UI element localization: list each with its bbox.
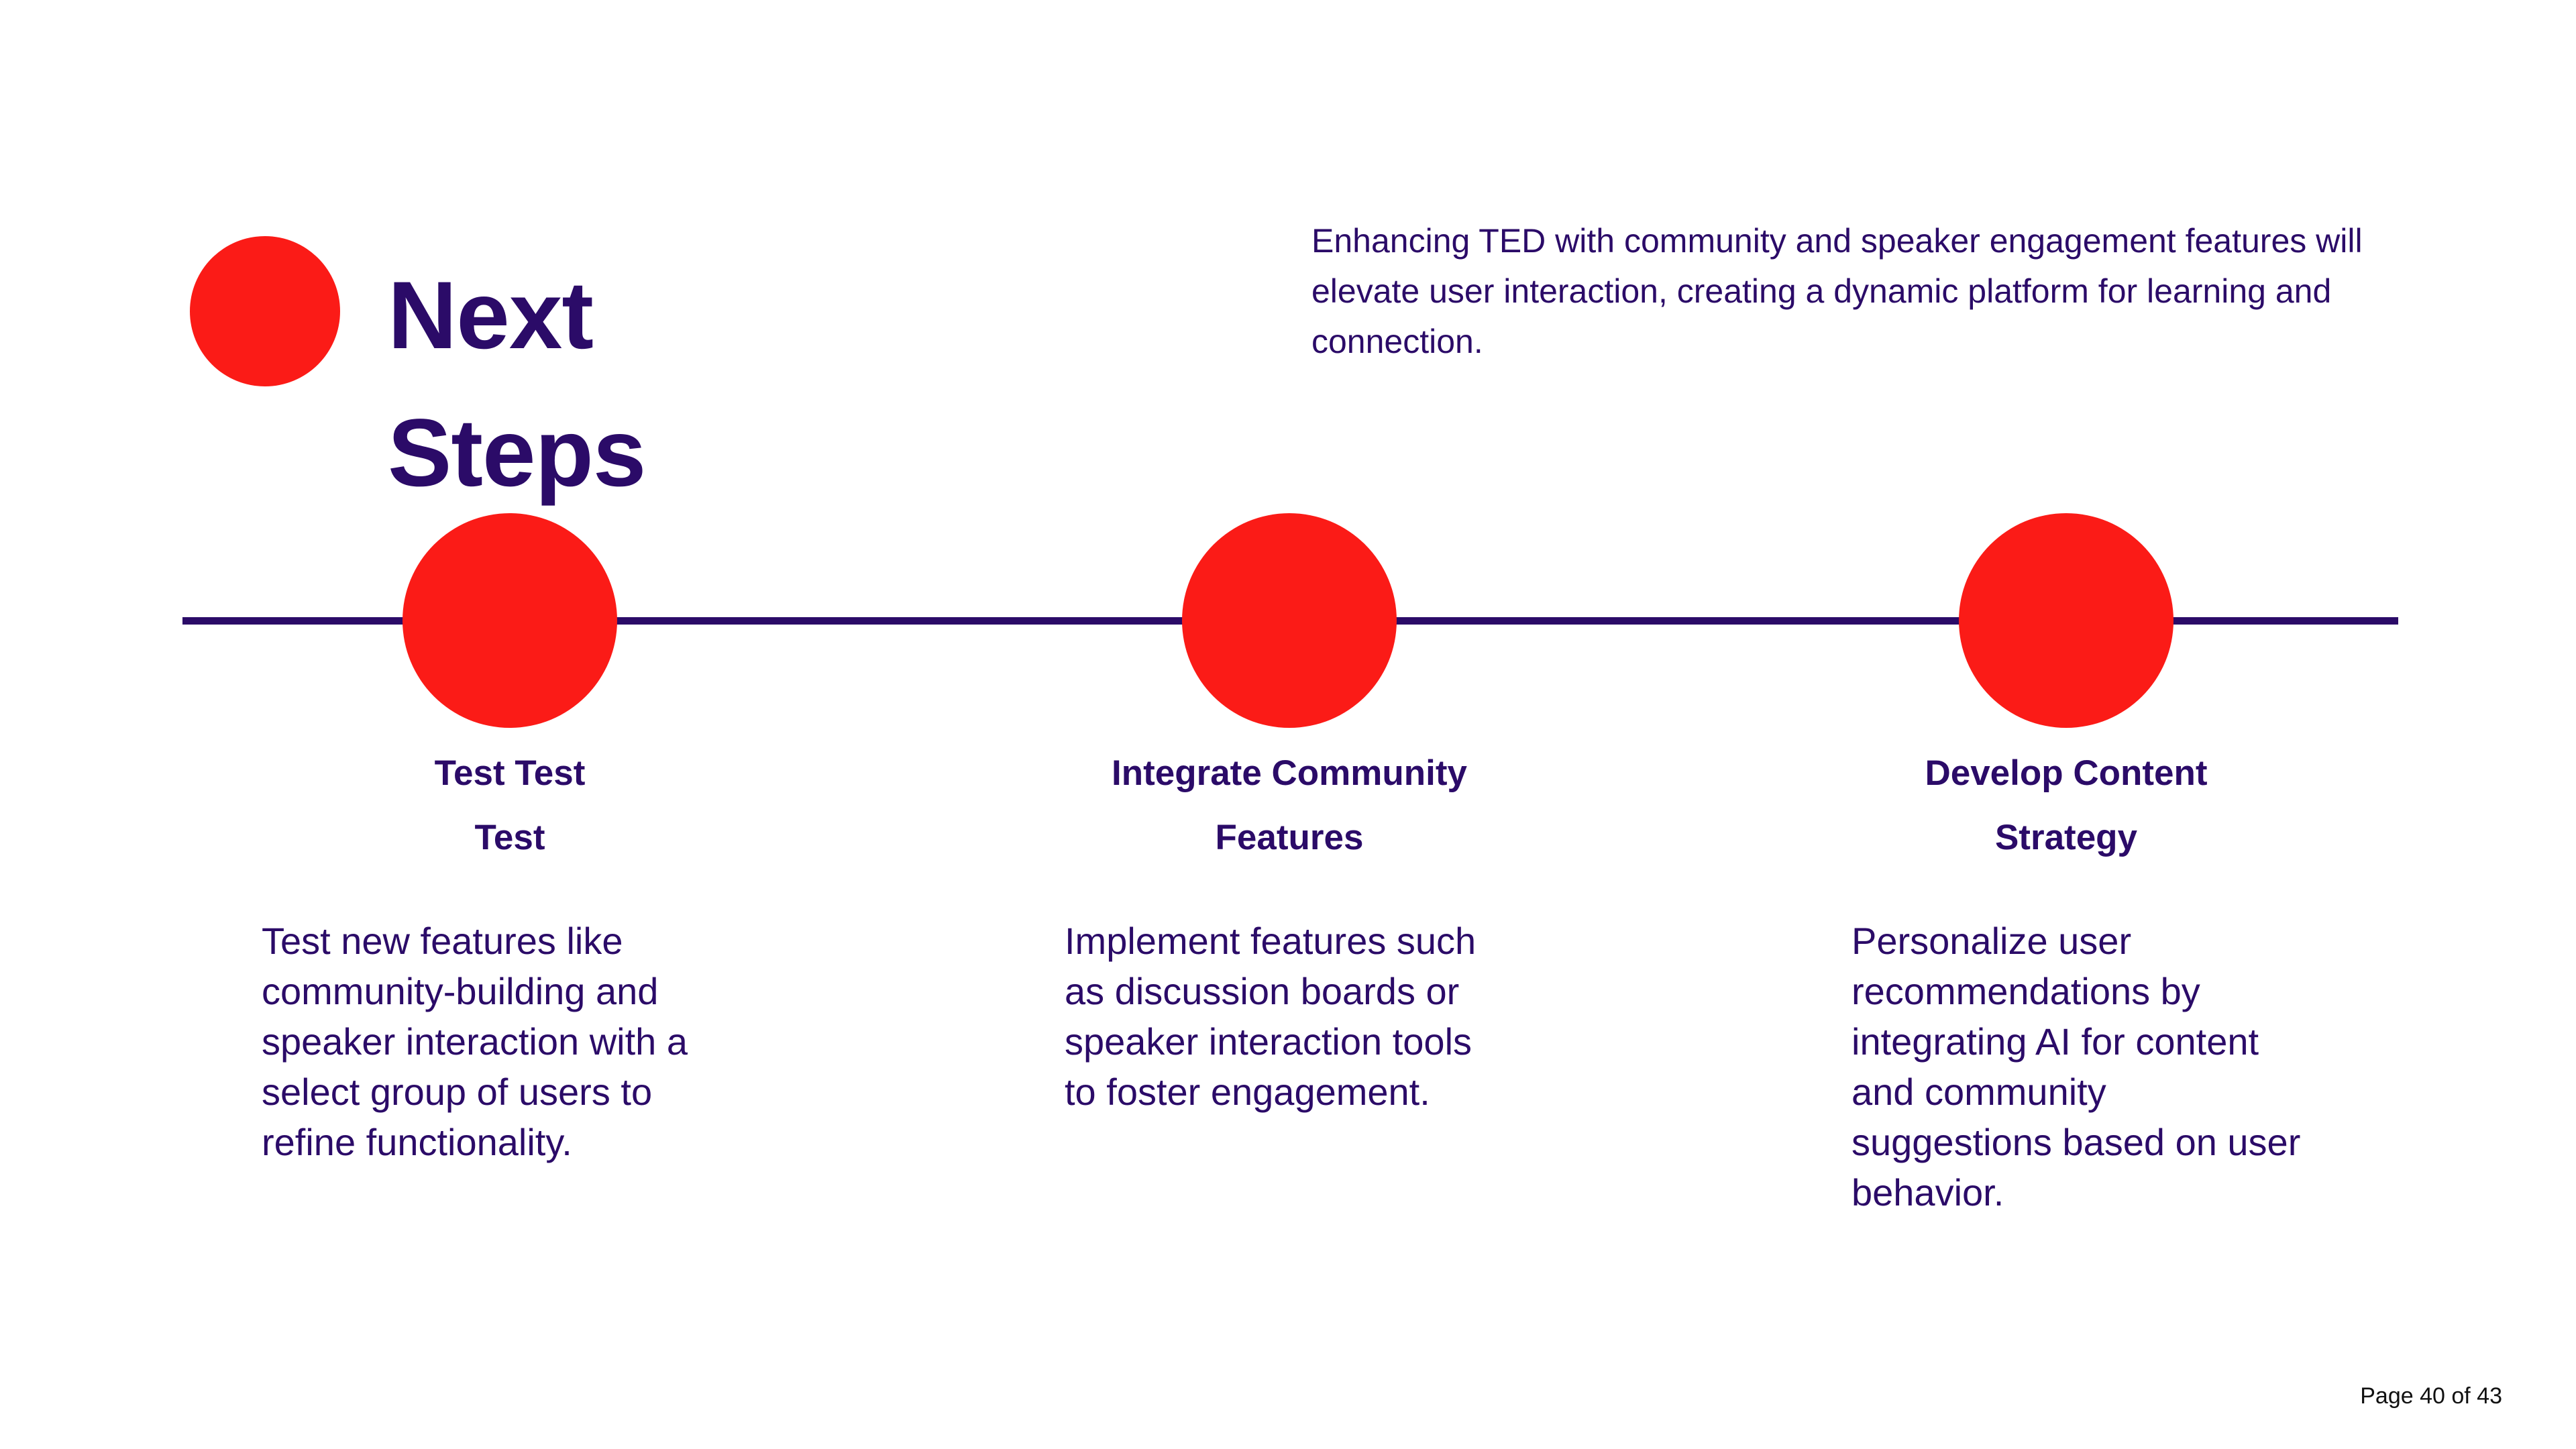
milestone-title-3-line-1: Develop Content	[1925, 753, 2208, 793]
page-title-line-2: Steps	[388, 399, 646, 506]
milestone-column-2: Integrate Community Features Implement f…	[1028, 741, 1551, 1117]
accent-circle-icon	[190, 236, 340, 386]
milestone-title-1: Test Test Test	[248, 741, 771, 870]
timeline-node-1[interactable]	[402, 513, 617, 728]
timeline-node-2[interactable]	[1182, 513, 1397, 728]
milestone-body-1: Test new features like community-buildin…	[262, 920, 688, 1163]
milestone-title-1-line-1: Test Test	[434, 753, 586, 793]
intro-paragraph: Enhancing TED with community and speaker…	[1311, 222, 2363, 360]
page-title: Next Steps	[388, 247, 857, 522]
milestone-title-2-line-1: Integrate Community	[1111, 753, 1468, 793]
milestone-title-2: Integrate Community Features	[1028, 741, 1551, 870]
milestone-body-2: Implement features such as discussion bo…	[1065, 920, 1477, 1113]
page-indicator: Page 40 of 43	[2360, 1383, 2502, 1409]
milestone-title-3: Develop Content Strategy	[1805, 741, 2328, 870]
milestone-title-3-line-2: Strategy	[1994, 818, 2138, 857]
milestone-body-3: Personalize user recommendations by inte…	[1851, 920, 2301, 1214]
milestone-column-1: Test Test Test Test new features like co…	[248, 741, 771, 1167]
page-title-line-1: Next	[388, 262, 594, 369]
milestone-title-2-line-2: Features	[1215, 818, 1364, 857]
milestone-title-1-line-2: Test	[474, 818, 545, 857]
milestone-column-3: Develop Content Strategy Personalize use…	[1805, 741, 2328, 1218]
timeline-node-3[interactable]	[1959, 513, 2174, 728]
